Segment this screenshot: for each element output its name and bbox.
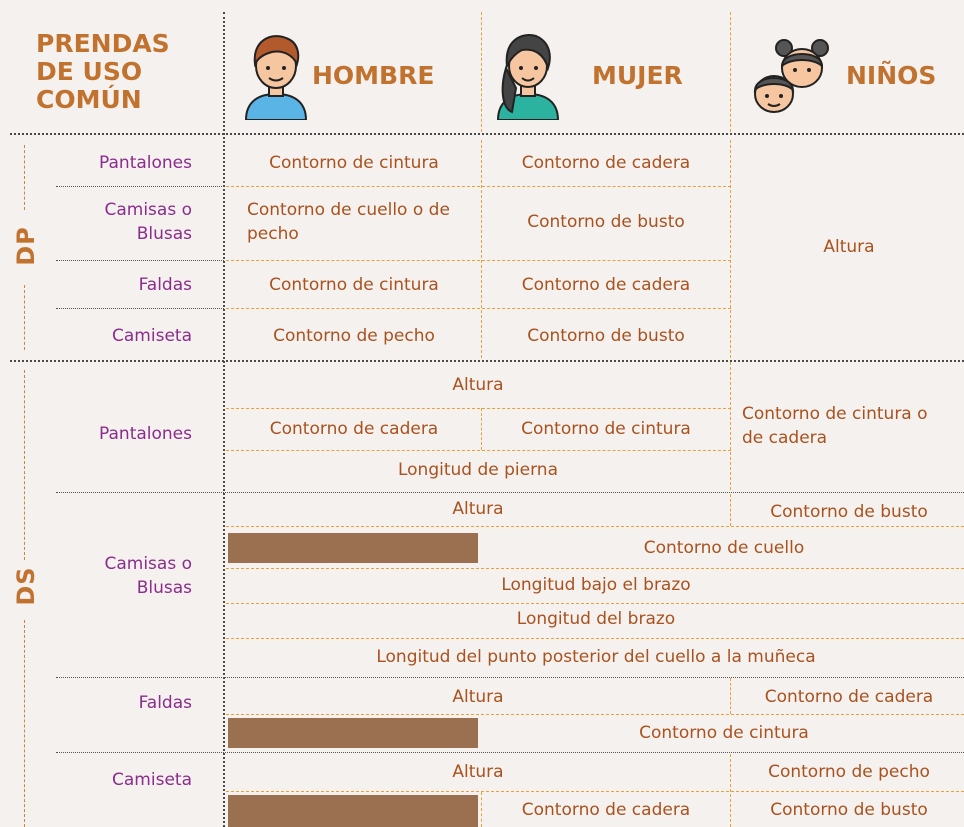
measure-cell: Altura [452,375,504,395]
measure-cell: Contorno de busto [527,326,685,346]
row-divider [226,408,731,409]
category-header: PRENDAS DE USO COMÚN [36,30,170,114]
column-divider [730,494,731,526]
column-divider [481,140,482,358]
woman-avatar-icon [496,34,560,120]
column-header-women: MUJER [592,61,683,90]
group-bracket [24,145,25,210]
measure-cell: Contorno de cadera [521,275,691,295]
measure-cell: Contorno de cintura [639,723,809,743]
garment-label: Pantalones [99,153,192,173]
row-divider [226,714,964,715]
row-divider [226,186,731,187]
children-avatar-icon [753,39,829,113]
group-label-ds: DS [12,566,40,606]
row-divider [226,308,731,309]
man-avatar-icon [244,35,308,120]
column-divider [481,408,482,450]
not-applicable-bar [228,795,478,827]
garment-label: Pantalones [99,424,192,444]
measure-cell-kids: Contorno de busto [770,800,928,820]
measure-cell: Contorno de cintura [521,419,691,439]
measure-cell: Altura [452,499,504,519]
measure-cell: Longitud del brazo [516,609,676,629]
column-header-kids: NIÑOS [846,61,937,90]
row-divider [56,492,964,493]
row-divider [226,450,731,451]
garment-label: Camisas o Blusas [104,554,192,598]
group-bracket [24,285,25,350]
not-applicable-bar [228,533,478,563]
measure-cell-kids: Contorno de busto [770,502,928,522]
measure-cell: Contorno de cuello [643,538,805,558]
category-header-line: COMÚN [36,85,142,114]
section-divider [10,133,964,135]
not-applicable-bar [228,718,478,748]
measure-cell: Contorno de cuello o de pecho [247,200,450,244]
garment-label: Camiseta [112,770,192,790]
measure-cell: Contorno de cintura [269,275,439,295]
column-header-men: HOMBRE [312,61,435,90]
row-divider [226,526,964,527]
column-divider [730,12,731,132]
garment-label: Faldas [138,275,192,295]
row-divider [56,260,224,261]
group-label-dp: DP [12,226,40,266]
measure-cell-kids: Altura [823,237,875,257]
group-bracket [24,620,25,827]
garment-label: Camisas o Blusas [104,200,192,244]
row-divider [226,791,964,792]
row-divider [226,603,964,604]
column-divider [481,12,482,132]
column-divider [730,362,731,490]
measure-cell: Contorno de cadera [521,800,691,820]
row-divider [226,260,731,261]
measure-cell-kids: Contorno de cadera [764,687,934,707]
measure-cell: Altura [452,687,504,707]
garment-label: Camiseta [112,326,192,346]
measure-cell: Longitud de pierna [397,460,558,480]
measure-cell: Contorno de cadera [521,153,691,173]
row-divider [226,638,964,639]
measure-cell-kids: Contorno de pecho [768,762,930,782]
measure-cell: Longitud bajo el brazo [501,575,691,595]
category-header-line: DE USO [36,57,143,86]
row-divider [56,677,964,678]
measure-cell-kids: Contorno de cintura o de cadera [742,404,928,448]
measure-cell: Contorno de cintura [269,153,439,173]
column-divider [730,754,731,827]
measure-cell: Contorno de cadera [269,419,439,439]
section-divider [10,360,964,362]
row-divider [56,308,224,309]
measure-cell: Altura [452,762,504,782]
measure-cell: Longitud del punto posterior del cuello … [376,647,816,667]
measure-cell: Contorno de pecho [273,326,435,346]
category-header-line: PRENDAS [36,29,170,58]
row-divider [226,568,964,569]
garment-label: Faldas [138,693,192,713]
measure-cell: Contorno de busto [527,212,685,232]
group-bracket [24,370,25,560]
row-divider [56,186,224,187]
row-divider [56,752,964,753]
column-divider [730,678,731,714]
column-divider [223,12,225,827]
column-divider [481,792,482,827]
column-divider [730,140,731,358]
